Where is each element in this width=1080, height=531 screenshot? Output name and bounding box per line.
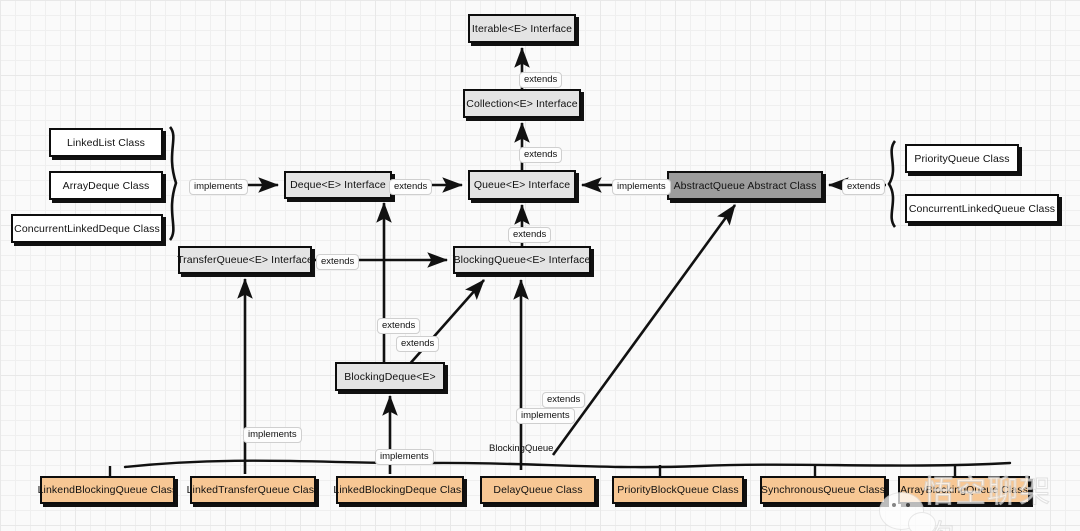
node-concurrentdeque[interactable]: ConcurrentLinkedDeque Class bbox=[11, 214, 163, 243]
node-arrayblockq[interactable]: ArrayBlockingQueue Class bbox=[898, 476, 1030, 504]
lbl-deque-extends: extends bbox=[389, 179, 433, 195]
node-linkedtransferq[interactable]: LinkedTransferQueue Class bbox=[187, 476, 319, 504]
right-brace bbox=[887, 140, 897, 228]
node-linkedblockdeque[interactable]: LinkedBlockingDeque Class bbox=[333, 476, 467, 504]
node-synchronousq[interactable]: SynchronousQueue Class bbox=[760, 476, 886, 504]
lbl-collection-extends: extends bbox=[519, 147, 563, 163]
lbl-bd-deque-extends: extends bbox=[377, 318, 421, 334]
lbl-blockingqueue-note: BlockingQueue bbox=[489, 443, 554, 454]
node-concurrentqueue[interactable]: ConcurrentLinkedQueue Class bbox=[905, 194, 1059, 223]
node-queue[interactable]: Queue<E> Interface bbox=[468, 170, 576, 200]
node-linkedblockq[interactable]: LinkendBlockingQueue Class bbox=[38, 476, 177, 504]
node-transferqueue[interactable]: TransferQueue<E> Interface bbox=[177, 246, 313, 274]
lbl-aq-diag-extends: extends bbox=[542, 392, 586, 408]
node-priorityblockq[interactable]: PriorityBlockQueue Class bbox=[612, 476, 744, 504]
left-brace bbox=[168, 126, 178, 241]
lbl-deque-implements: implements bbox=[189, 179, 248, 195]
edge-bottomrow-extends-abstractqueue bbox=[551, 204, 737, 456]
lbl-bq-extends: extends bbox=[508, 227, 552, 243]
lbl-aq-implements: implements bbox=[612, 179, 671, 195]
node-abstractqueue[interactable]: AbstractQueue Abstract Class bbox=[667, 171, 823, 200]
bottom-wavy-connector bbox=[123, 459, 1012, 469]
node-iterable[interactable]: Iterable<E> Interface bbox=[468, 14, 576, 43]
lbl-lbd-implements: implements bbox=[375, 449, 434, 465]
lbl-dq-implements: implements bbox=[516, 408, 575, 424]
lbl-ltq-implements: implements bbox=[243, 427, 302, 443]
lbl-tq-extends: extends bbox=[316, 254, 360, 270]
lbl-aq-extends: extends bbox=[842, 179, 886, 195]
node-blockingqueue[interactable]: BlockingQueue<E> Interface bbox=[453, 246, 591, 274]
node-arraydeque[interactable]: ArrayDeque Class bbox=[49, 171, 163, 200]
node-delayqueue[interactable]: DelayQueue Class bbox=[480, 476, 596, 504]
lbl-bd-bq-extends: extends bbox=[396, 336, 440, 352]
lbl-iterable-extends: extends bbox=[519, 72, 563, 88]
node-blockingdeque[interactable]: BlockingDeque<E> bbox=[335, 362, 445, 391]
node-deque[interactable]: Deque<E> Interface bbox=[284, 171, 392, 199]
node-linkedlist[interactable]: LinkedList Class bbox=[49, 128, 163, 157]
node-collection[interactable]: Collection<E> Interface bbox=[463, 89, 581, 118]
node-priorityqueue[interactable]: PriorityQueue Class bbox=[905, 144, 1019, 173]
